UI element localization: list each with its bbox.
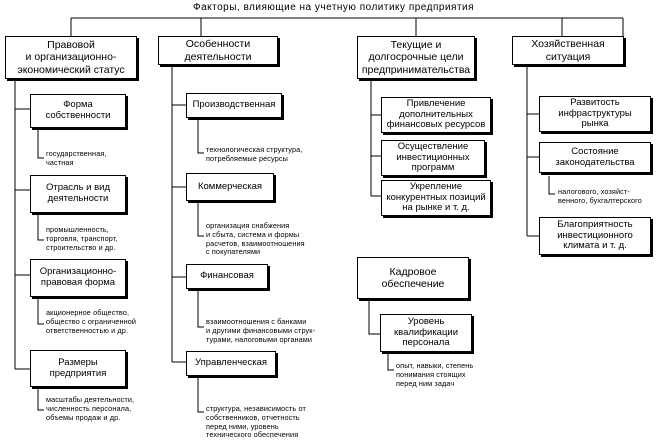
box-investment-climate: Благоприятность инвестиционного климата … <box>539 217 651 255</box>
header-business-goals: Текущие и долгосрочные цели предпринимат… <box>357 36 475 79</box>
box-staff-qualification: Уровень квалификации персонала <box>380 314 472 352</box>
box-ownership-form: Форма собственности <box>30 94 126 128</box>
header-staffing: Кадровое обеспечение <box>357 257 469 299</box>
note-management: структура, независимость от собственнико… <box>206 404 306 440</box>
header-activity-features: Особенности деятельности <box>158 36 278 65</box>
box-production: Производственная <box>186 93 282 118</box>
note-enterprise-size: масштабы деятельности, численность персо… <box>46 395 135 422</box>
box-legal-form: Организационно- правовая форма <box>30 259 126 297</box>
note-staff-qualification: опыт, навыки, степень понимания стоящих … <box>396 361 474 388</box>
header-legal-status: Правовой и организационно- экономический… <box>5 36 137 79</box>
box-investment-programs: Осуществление инвестиционных программ <box>381 140 485 176</box>
note-legislation: налогового, хозяйст- венного, бухгалтерс… <box>558 187 642 205</box>
note-financial: взаимоотношения с банками и другими фина… <box>206 317 316 344</box>
box-competitive-position: Укрепление конкурентных позиций на рынке… <box>381 180 491 216</box>
box-market-infrastructure: Развитость инфраструктуры рынка <box>539 96 651 132</box>
box-legislation: Состояние законодательства <box>539 142 651 173</box>
note-industry: промышленность, торговля, транспорт, стр… <box>46 225 118 252</box>
box-financial: Финансовая <box>186 264 268 289</box>
box-industry: Отрасль и вид деятельности <box>30 175 126 213</box>
note-legal-form: акционерное общество, общество с огранич… <box>46 308 137 335</box>
note-ownership-form: государственная, частная <box>46 149 107 167</box>
note-production: технологическая структура, потребляемые … <box>206 145 303 163</box>
header-economic-situation: Хозяйственная ситуация <box>512 36 624 65</box>
note-commercial: организация снабжения и сбыта, система и… <box>206 221 305 257</box>
box-enterprise-size: Размеры предприятия <box>30 350 126 387</box>
diagram-title: Факторы, влияющие на учетную политику пр… <box>192 2 475 13</box>
box-commercial: Коммерческая <box>186 173 274 201</box>
box-management: Управленческая <box>186 351 276 376</box>
box-attract-funding: Привлечение дополнительных финансовых ре… <box>381 97 491 133</box>
